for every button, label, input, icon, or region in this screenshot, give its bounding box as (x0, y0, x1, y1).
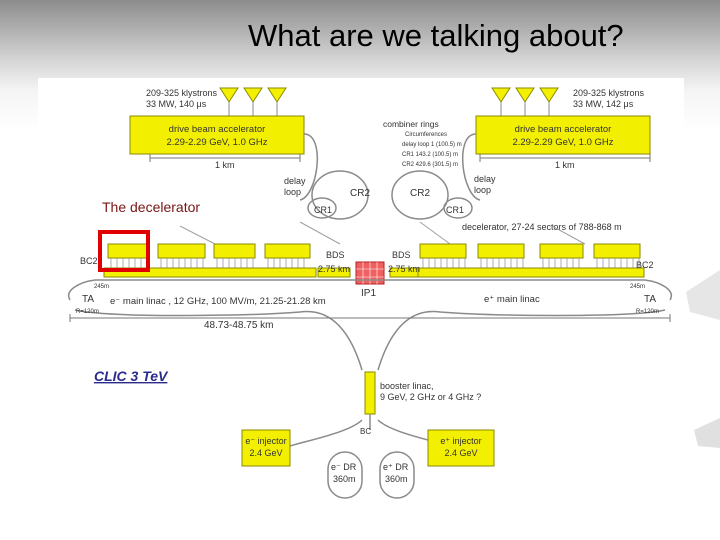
booster-line2: 9 GeV, 2 GHz or 4 GHz ? (380, 392, 481, 402)
left-1km-label: 1 km (215, 160, 235, 170)
decelerator-module (539, 243, 584, 259)
right-ta-label: TA (644, 294, 656, 305)
right-klystrons-line1: 209-325 klystrons (573, 88, 645, 98)
left-drive-beam-line1: drive beam accelerator (169, 124, 266, 135)
left-cr2-label: CR2 (350, 188, 370, 199)
right-bds-length: 2.75 km (388, 264, 420, 274)
combiner-rings-line2: Circumferences (405, 132, 447, 138)
combiner-rings-title: combiner rings (383, 119, 439, 129)
decelerator-module (107, 243, 149, 259)
decelerator-module (419, 243, 467, 259)
electron-injector (241, 429, 291, 467)
left-bds-length: 2.75 km (318, 264, 350, 274)
positron-injector-line2: 2.4 GeV (444, 448, 477, 458)
decorative-swoosh (686, 270, 720, 448)
decelerator-sectors-label: decelerator, 27-24 sectors of 788-868 m (462, 222, 622, 232)
combiner-rings-line3: delay loop 1 (100.5) m (402, 142, 462, 148)
left-klystron-array (219, 87, 287, 116)
left-klystrons-line2: 33 MW, 140 μs (146, 99, 207, 109)
decelerator-module (264, 243, 311, 259)
left-cr1-label: CR1 (314, 205, 332, 215)
total-length-label: 48.73-48.75 km (204, 320, 274, 331)
right-delay-loop-line1: delay (474, 174, 496, 184)
right-delay-loop-line2: loop (474, 185, 491, 195)
left-ta-label: TA (82, 294, 94, 305)
main-linac-section (103, 267, 317, 278)
positron-dr-line1: e⁺ DR (383, 462, 409, 472)
right-bend-label: 245m (630, 284, 645, 290)
combiner-rings-line5: CR2 429.6 (301.5) m (402, 162, 458, 168)
ip-label: IP1 (361, 288, 376, 299)
decelerator-module (213, 243, 256, 259)
positron-main-linac-label: e⁺ main linac (484, 294, 540, 305)
positron-injector (427, 429, 495, 467)
booster-line1: booster linac, (380, 381, 434, 391)
left-drive-beam-accelerator (129, 115, 305, 155)
positron-injector-line1: e⁺ injector (440, 436, 481, 446)
left-bc2-label: BC2 (80, 256, 98, 266)
right-klystron-array (491, 87, 559, 116)
right-1km-label: 1 km (555, 160, 575, 170)
right-drive-beam-line1: drive beam accelerator (515, 124, 612, 135)
drive-beam-transfer-lines (179, 221, 586, 245)
bc-center-label: BC (360, 427, 371, 436)
left-klystrons-line1: 209-325 klystrons (146, 88, 218, 98)
main-linac-section (317, 267, 351, 278)
right-bds-label: BDS (392, 250, 411, 260)
left-bend-label: 245m (94, 284, 109, 290)
left-delay-loop-line2: loop (284, 187, 301, 197)
left-delay-loop-line1: delay (284, 176, 306, 186)
left-bds-label: BDS (326, 250, 345, 260)
right-klystrons-line2: 33 MW, 142 μs (573, 99, 634, 109)
decelerator-modules (103, 243, 645, 278)
combiner-rings-line4: CR1 143.2 (100.5) m (402, 152, 458, 158)
main-linac-beamline (67, 279, 673, 371)
right-cr2-label: CR2 (410, 188, 430, 199)
left-r120-label: R=120m (76, 309, 99, 315)
damping-rings (327, 451, 415, 499)
left-drive-beam-line2: 2.29-2.29 GeV, 1.0 GHz (166, 137, 267, 148)
decelerator-highlight-box (98, 230, 150, 272)
right-r120-label: R=120m (636, 309, 659, 315)
booster-linac (364, 371, 376, 415)
decelerator-label: The decelerator (102, 199, 200, 215)
right-drive-beam-line2: 2.29-2.29 GeV, 1.0 GHz (512, 137, 613, 148)
electron-injector-line1: e⁻ injector (245, 436, 286, 446)
electron-dr-line2: 360m (333, 474, 356, 484)
slide-title: What are we talking about? (248, 18, 624, 53)
decelerator-module (157, 243, 206, 259)
electron-dr-line1: e⁻ DR (331, 462, 357, 472)
combiner-ring-loops (299, 133, 481, 220)
decelerator-module (593, 243, 641, 259)
positron-dr-line2: 360m (385, 474, 408, 484)
decelerator-module (477, 243, 525, 259)
scale-bars (149, 154, 651, 162)
right-bc2-label: BC2 (636, 260, 654, 270)
main-linac-section (417, 267, 645, 278)
electron-main-linac-label: e⁻ main linac , 12 GHz, 100 MV/m, 21.25-… (110, 296, 326, 307)
right-cr1-label: CR1 (446, 205, 464, 215)
electron-injector-line2: 2.4 GeV (249, 448, 282, 458)
right-drive-beam-accelerator (475, 115, 651, 155)
clic-label: CLIC 3 TeV (94, 368, 169, 384)
total-length-bar (69, 314, 671, 322)
